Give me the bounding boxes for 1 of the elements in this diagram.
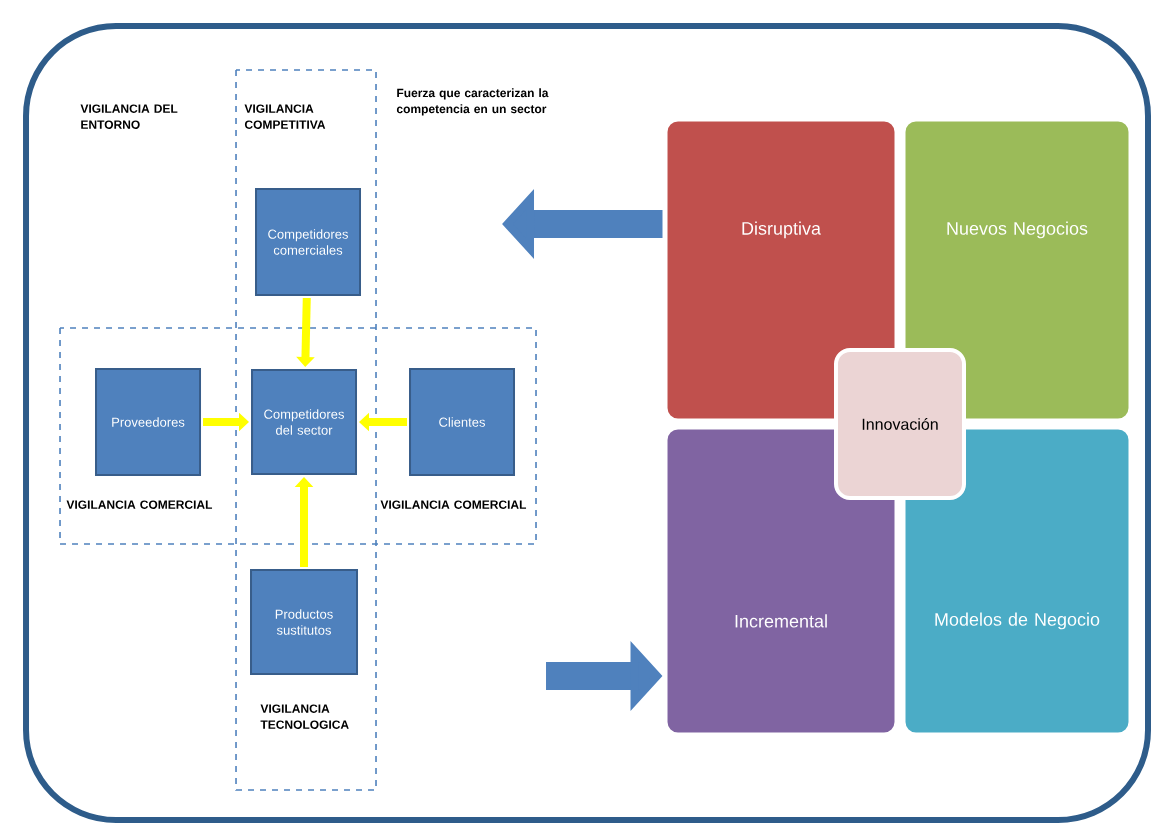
center-box: Innovación (834, 348, 966, 500)
